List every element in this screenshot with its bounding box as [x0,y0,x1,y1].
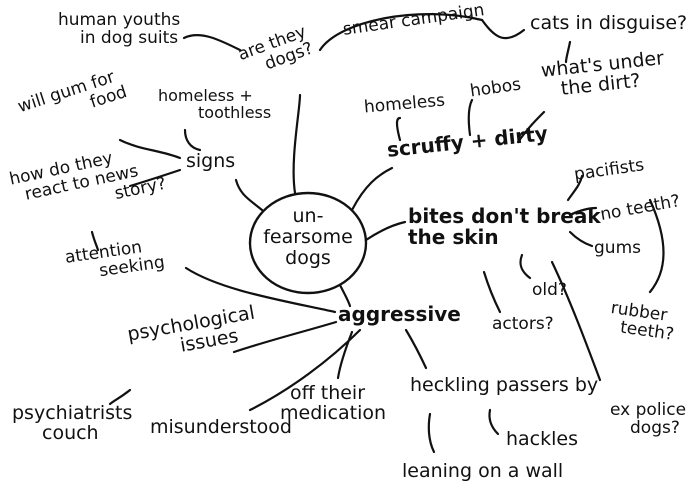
node-leaning: leaning on a wall [402,460,564,482]
center-topic: un- fearsome dogs [262,206,354,269]
link-center-scruffy [350,166,394,212]
node-psychiatrists-line2: couch [42,421,99,444]
link-heckling-leaning [427,412,436,454]
node-misunderstood: misunderstood [150,416,292,438]
node-signs: signs [186,150,236,172]
link-scruffy-homeless [395,116,402,142]
link-arethey-youths [182,33,242,52]
link-noteeth-rubber [648,198,665,294]
node-off-meds-line2: medication [280,401,387,424]
link-signs-homeless-toothless [183,128,202,152]
center-line-2: fearsome [263,225,353,248]
node-actors: actors? [492,314,554,334]
link-center-aggressive [338,283,352,308]
link-bites-expolice [550,260,602,382]
node-ex-police-line1: ex police [610,400,687,420]
link-bites-pacifists [566,174,584,202]
link-psych-psychiatrists [108,388,132,406]
link-arethey-smear [318,13,484,52]
node-psychiatrists-line1: psychiatrists [12,402,133,424]
node-hackles: hackles [506,428,579,450]
node-heckling: heckling passers by [410,374,599,396]
link-aggressive-offmeds [336,330,354,380]
link-aggressive-heckling [404,328,428,370]
link-center-bites [364,220,407,242]
link-bites-old [519,253,532,280]
link-aggressive-psych [232,320,338,354]
center-bubble [248,191,368,295]
link-bites-gums [568,230,594,248]
node-bites-line1: bites don't break [408,204,601,228]
link-heckling-hackles [488,408,500,436]
node-homeless-toothless-line1: homeless + [158,86,253,105]
center-line-3: dogs [285,246,331,269]
link-bites-noteeth [568,206,598,217]
link-signs-react [128,168,182,188]
link-scruffy-hobos [467,98,474,137]
center-line-1: un- [292,205,324,227]
node-homeless-toothless-line2: toothless [198,102,272,122]
node-homeless-toothless: homeless + toothless [158,86,272,122]
node-ex-police-line2: dogs? [630,417,680,438]
node-psychiatrists-couch: psychiatrists couch [12,402,133,444]
link-center-signs [234,178,264,212]
node-human-youths: human youths in dog suits [58,10,181,48]
node-bites: bites don't break the skin [408,206,601,248]
node-gums: gums [594,238,641,258]
node-cats-in-disguise: cats in disguise? [530,12,688,34]
node-bites-line2: the skin [408,225,499,249]
link-aggressive-attention [184,266,337,314]
link-signs-gum [118,138,182,160]
node-off-meds-line1: off their [290,382,366,404]
node-ex-police: ex police dogs? [610,400,687,438]
link-cats-dirt [564,40,572,64]
link-react-attention [90,230,100,252]
link-bites-actors [482,270,502,314]
link-scruffy-dirt [516,110,546,144]
link-smear-cats [480,18,526,40]
node-aggressive: aggressive [338,302,461,326]
node-old: old? [532,280,567,300]
node-human-youths-line2: in dog suits [80,27,179,48]
node-human-youths-line1: human youths [58,10,181,30]
node-off-meds: off their medication [280,382,387,424]
link-center-arethey [292,93,302,195]
